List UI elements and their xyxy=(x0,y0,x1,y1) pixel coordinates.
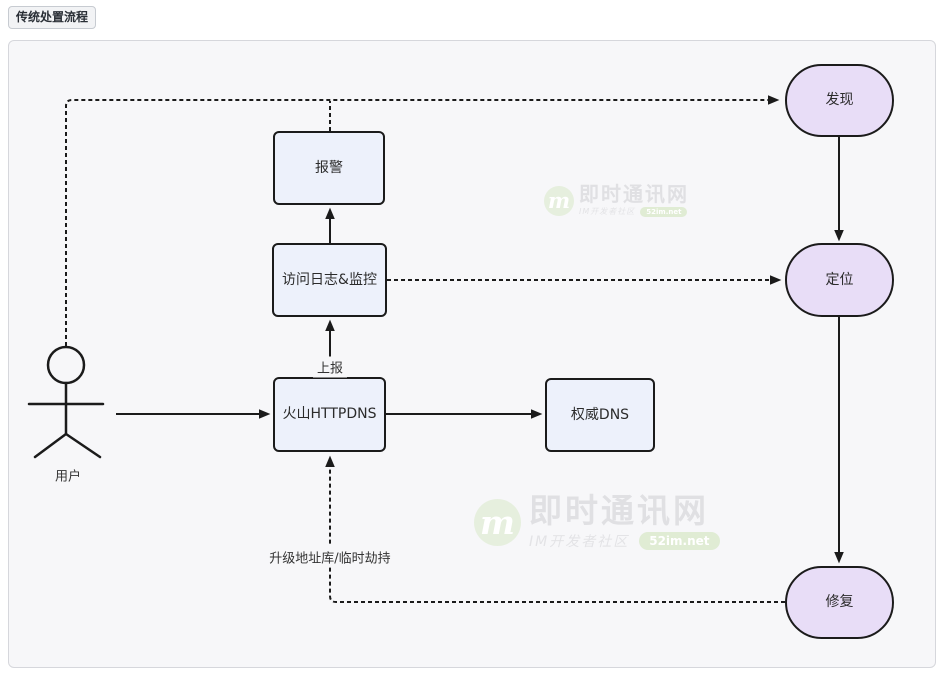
node-dingwei-label: 定位 xyxy=(825,271,854,288)
node-baojing: 报警 xyxy=(273,131,385,205)
node-faxian: 发现 xyxy=(785,64,894,137)
node-authoritative-dns-label: 权威DNS xyxy=(570,406,630,423)
watermark-tagline: IM开发者社区 xyxy=(579,207,636,216)
node-huoshan-httpdns-label: 火山HTTPDNS xyxy=(282,406,377,423)
watermark-small: m 即时通讯网 IM开发者社区 52im.net xyxy=(544,184,689,217)
watermark-logo-icon: m xyxy=(474,499,521,546)
watermark-tagline: IM开发者社区 xyxy=(529,534,630,550)
node-faxian-label: 发现 xyxy=(825,92,854,109)
watermark-site-badge: 52im.net xyxy=(640,206,688,217)
user-actor-label: 用户 xyxy=(54,469,82,485)
node-xiufu: 修复 xyxy=(785,566,894,639)
node-authoritative-dns: 权威DNS xyxy=(545,378,655,452)
edge-label-upgrade-hijack: 升级地址库/临时劫持 xyxy=(265,546,395,568)
node-baojing-label: 报警 xyxy=(315,159,343,176)
watermark-logo-icon: m xyxy=(544,185,574,216)
node-huoshan-httpdns: 火山HTTPDNS xyxy=(273,377,386,452)
node-xiufu-label: 修复 xyxy=(825,594,854,611)
watermark-brand: 即时通讯网 xyxy=(529,491,709,530)
diagram-title-chip: 传统处置流程 xyxy=(8,6,97,29)
watermark-site-badge: 52im.net xyxy=(639,532,720,550)
watermark-brand: 即时通讯网 xyxy=(579,182,689,206)
node-dingwei: 定位 xyxy=(785,243,894,317)
node-access-log-monitor-label: 访问日志&监控 xyxy=(282,271,377,288)
edge-label-shangbao: 上报 xyxy=(312,356,348,378)
watermark-large: m 即时通讯网 IM开发者社区 52im.net xyxy=(474,494,720,551)
node-access-log-monitor: 访问日志&监控 xyxy=(272,243,387,317)
